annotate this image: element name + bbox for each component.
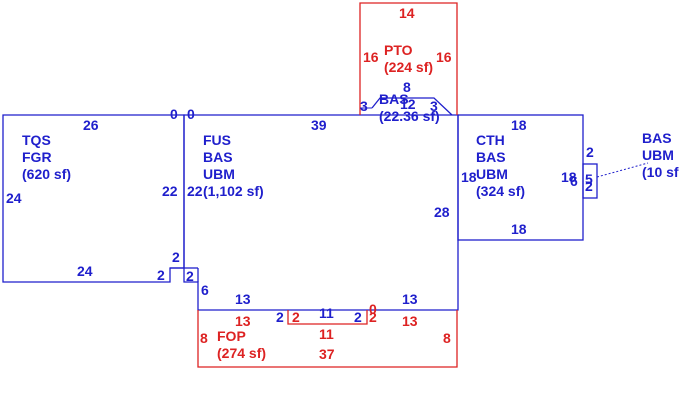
dim-bay-left: 3 bbox=[360, 98, 368, 114]
bay-code: BAS bbox=[379, 91, 409, 107]
fop-step bbox=[287, 310, 368, 325]
dim-fop-mid-bottom: 11 bbox=[319, 326, 334, 342]
dim-fop-top-right: 13 bbox=[402, 313, 418, 329]
dim-cth-right: 18 bbox=[561, 169, 577, 185]
dim-fus-bottom-left: 13 bbox=[235, 291, 251, 307]
tqs-code: TQS bbox=[22, 132, 51, 148]
tqs-type: FGR bbox=[22, 149, 52, 165]
fop-area-label: FOP (274 sf) bbox=[217, 328, 266, 362]
cth-type: BAS bbox=[476, 149, 506, 165]
dim-small-c: 2 bbox=[585, 178, 593, 194]
bas-small-area-label: BAS UBM (10 sf bbox=[642, 130, 679, 181]
bay-outline bbox=[371, 97, 453, 116]
pto-outline bbox=[359, 2, 458, 115]
fus-sub: UBM bbox=[203, 166, 235, 182]
pto-area-label: PTO (224 sf) bbox=[384, 42, 433, 76]
dim-tqs-notch-v: 2 bbox=[172, 249, 180, 265]
dim-fus-bottom-right: 13 bbox=[402, 291, 418, 307]
bas-small-leader bbox=[596, 162, 649, 178]
fus-area-label: FUS BAS UBM (1,102 sf) bbox=[203, 132, 264, 200]
pto-code: PTO bbox=[384, 42, 413, 58]
bay-area-label: BAS (22.36 sf) bbox=[379, 91, 440, 125]
dim-fop-zero: 0 bbox=[369, 301, 377, 317]
dim-fus-step-right: 2 bbox=[354, 309, 362, 325]
dim-bay-mid: 12 bbox=[400, 96, 416, 112]
dim-tqs-right: 22 bbox=[162, 183, 178, 199]
dim-fop-top-left: 13 bbox=[235, 313, 251, 329]
fop-code: FOP bbox=[217, 328, 246, 344]
pto-size: (224 sf) bbox=[384, 59, 434, 75]
dim-fop-step-left: 2 bbox=[292, 309, 300, 325]
dim-tqs-top: 26 bbox=[83, 117, 99, 133]
bas-small-sub: UBM bbox=[642, 147, 674, 163]
bas-small-size: (10 sf bbox=[642, 164, 679, 180]
dim-tqs-notch-h: 2 bbox=[157, 267, 165, 283]
dim-fus-top: 39 bbox=[311, 117, 327, 133]
dim-fop-right: 8 bbox=[443, 330, 451, 346]
dim-fop-bottom: 37 bbox=[319, 346, 335, 362]
dim-bay-right: 3 bbox=[430, 98, 438, 114]
fus-type: BAS bbox=[203, 149, 233, 165]
dim-fus-bottom-mid: 11 bbox=[319, 305, 334, 321]
fus-code: FUS bbox=[203, 132, 231, 148]
dim-cth-bottom: 18 bbox=[511, 221, 527, 237]
dim-fus-right: 28 bbox=[434, 204, 450, 220]
dim-small-b: 5 bbox=[585, 171, 593, 187]
dim-fop-step-right: 2 bbox=[369, 309, 377, 325]
dim-tqs-bottom: 24 bbox=[77, 263, 93, 279]
dim-fus-notch-v: 2 bbox=[186, 268, 194, 284]
dim-fop-left: 8 bbox=[200, 330, 208, 346]
cth-sub: UBM bbox=[476, 166, 508, 182]
dim-small-a: 6 bbox=[570, 173, 578, 189]
dim-cth-top: 18 bbox=[511, 117, 527, 133]
dim-pto-right: 16 bbox=[436, 49, 452, 65]
bas-small-outline bbox=[582, 163, 598, 199]
bay-size: (22.36 sf) bbox=[379, 108, 440, 124]
tqs-size: (620 sf) bbox=[22, 166, 72, 182]
tqs-area-label: TQS FGR (620 sf) bbox=[22, 132, 71, 183]
dim-tqs-left: 24 bbox=[6, 190, 22, 206]
dim-fus-step-left: 2 bbox=[276, 309, 284, 325]
bas-small-code: BAS bbox=[642, 130, 672, 146]
cth-code: CTH bbox=[476, 132, 505, 148]
fop-outline bbox=[197, 310, 458, 368]
cth-area-label: CTH BAS UBM (324 sf) bbox=[476, 132, 525, 200]
fop-size: (274 sf) bbox=[217, 345, 267, 361]
dim-bay-top: 8 bbox=[403, 79, 411, 95]
dim-fus-lower-left: 6 bbox=[201, 282, 209, 298]
dim-pto-top: 14 bbox=[399, 5, 415, 21]
cth-size: (324 sf) bbox=[476, 183, 526, 199]
dim-pto-left: 16 bbox=[363, 49, 379, 65]
dim-cth-left: 18 bbox=[461, 169, 477, 185]
dim-fus-top-left-a: 0 bbox=[170, 106, 178, 122]
dim-fus-left: 22 bbox=[187, 183, 203, 199]
fus-size: (1,102 sf) bbox=[203, 183, 264, 199]
dim-fus-top-left-b: 0 bbox=[187, 106, 195, 122]
dim-cth-right-ext: 2 bbox=[586, 144, 594, 160]
